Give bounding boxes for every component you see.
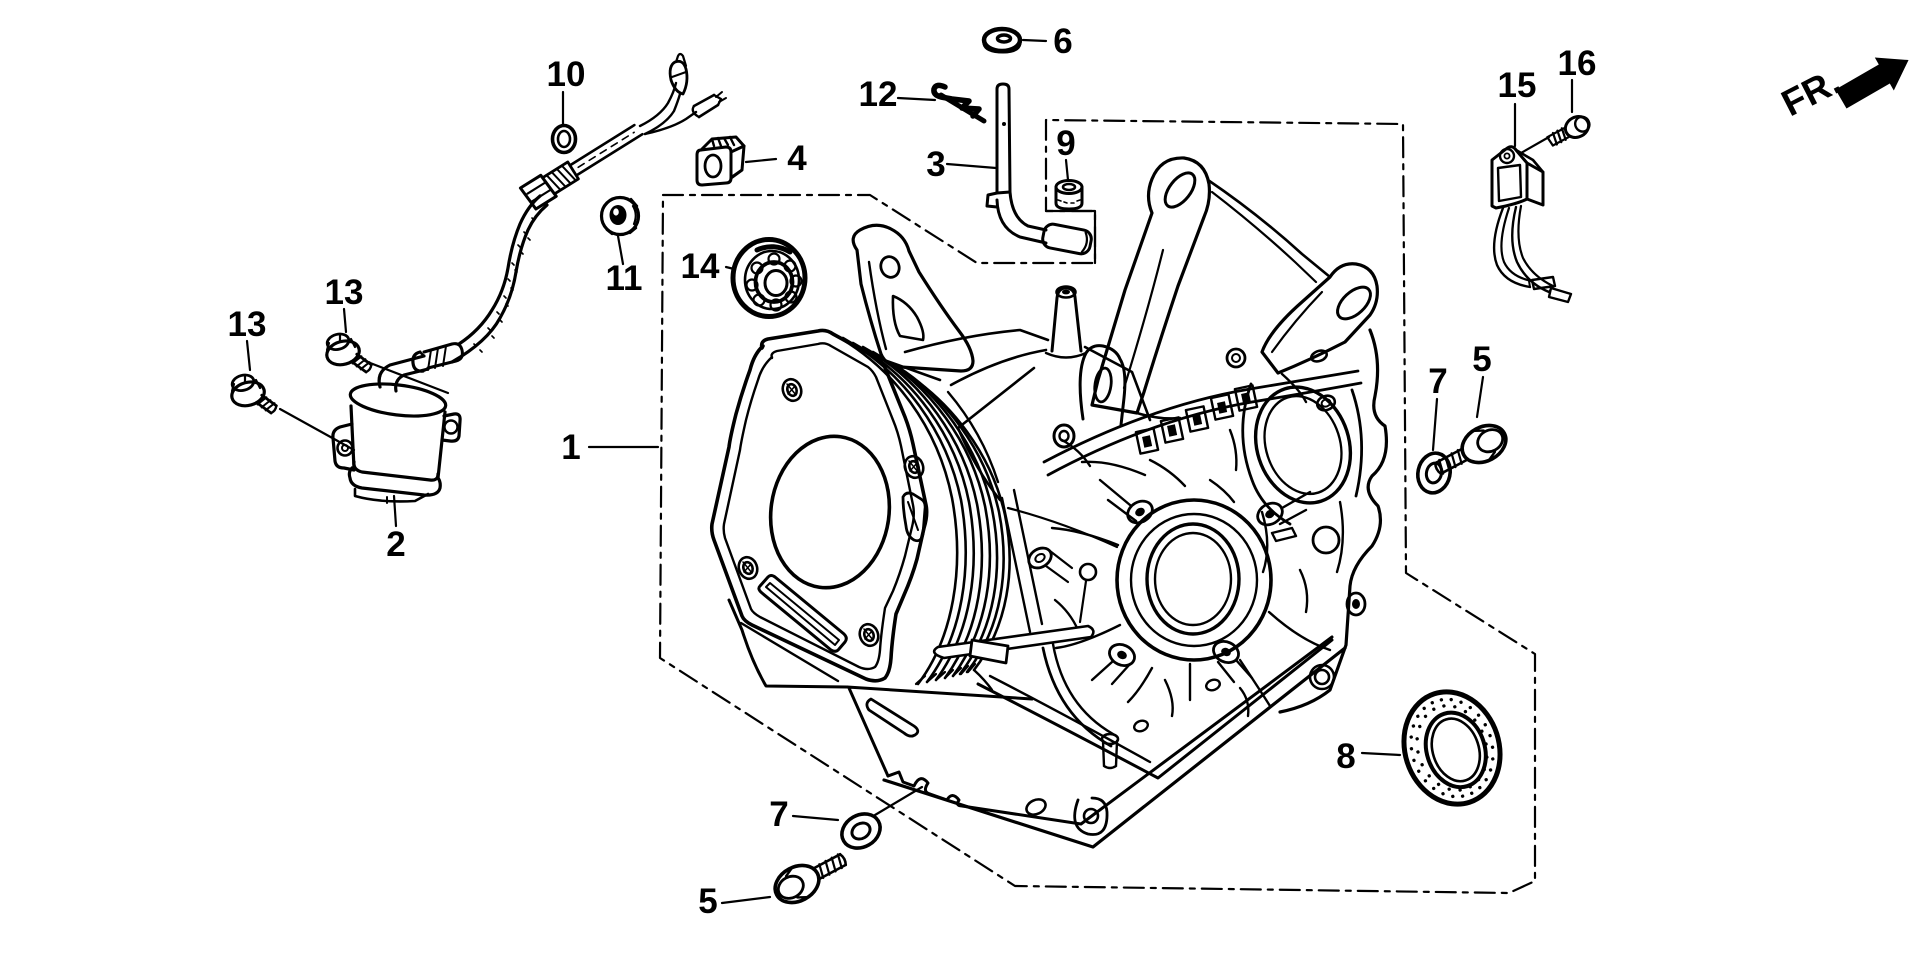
svg-text:2: 2 [386, 525, 405, 564]
svg-text:10: 10 [547, 55, 586, 94]
svg-text:FR.: FR. [1775, 61, 1847, 125]
svg-text:5: 5 [1472, 340, 1491, 379]
svg-text:3: 3 [926, 145, 945, 184]
svg-text:13: 13 [228, 305, 267, 344]
svg-text:15: 15 [1498, 66, 1537, 105]
svg-text:9: 9 [1056, 124, 1075, 163]
svg-text:16: 16 [1558, 44, 1597, 83]
svg-text:1: 1 [561, 428, 580, 467]
svg-text:11: 11 [606, 259, 643, 298]
svg-text:7: 7 [769, 795, 788, 834]
svg-text:14: 14 [681, 247, 720, 286]
svg-text:5: 5 [698, 882, 717, 921]
svg-text:6: 6 [1053, 22, 1072, 61]
svg-text:4: 4 [787, 139, 807, 178]
svg-text:12: 12 [859, 75, 898, 114]
svg-text:7: 7 [1428, 362, 1447, 401]
svg-text:13: 13 [325, 273, 364, 312]
svg-text:8: 8 [1336, 737, 1355, 776]
